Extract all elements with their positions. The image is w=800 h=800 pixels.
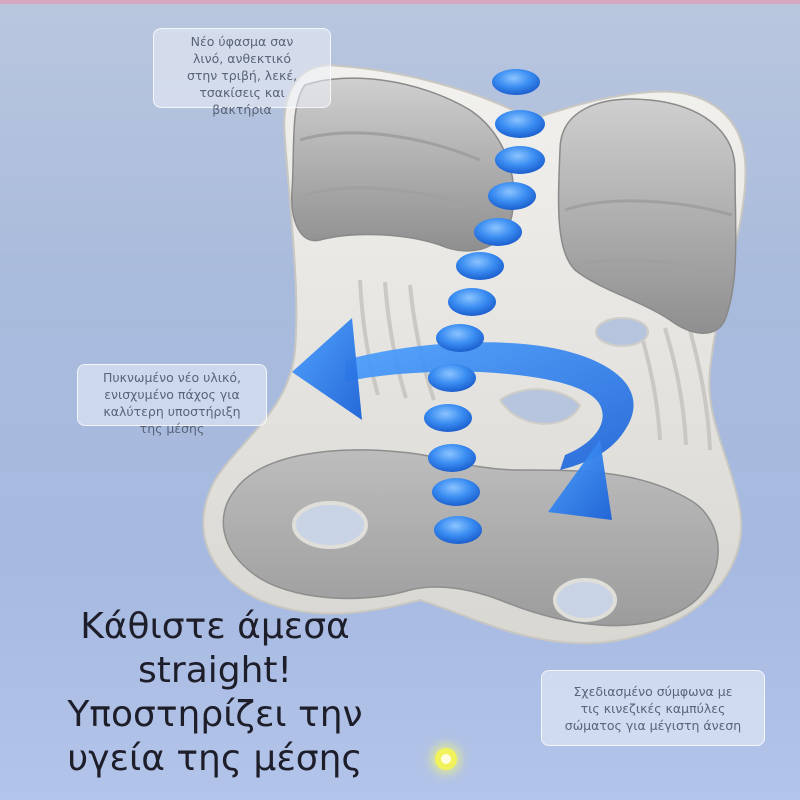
callout-line: βακτήρια: [212, 102, 272, 117]
support-feature-callout: Πυκνωμένο νέο υλικό, ενισχυμένο πάχος γι…: [77, 364, 267, 436]
backrest-left-pad: [291, 77, 515, 252]
headline-line: Υποστηρίζει την: [67, 694, 363, 735]
callout-line: Νέο ύφασμα σαν: [190, 34, 294, 49]
callout-line: τσακίσεις και: [199, 85, 285, 100]
fabric-feature-callout: Νέο ύφασμα σαν λινό, ανθεκτικό στην τριβ…: [153, 28, 331, 117]
sparkle-icon: [435, 748, 457, 770]
backrest-right-pad: [557, 98, 737, 334]
callout-line: στην τριβή, λεκέ,: [186, 68, 298, 83]
callout-line: της μέσης: [139, 421, 205, 436]
headline: Κάθιστε άμεσα straight! Υποστηρίζει την …: [40, 605, 390, 781]
callout-line: Πυκνωμένο νέο υλικό,: [103, 370, 241, 385]
callout-line: λινό, ανθεκτικό: [193, 51, 291, 66]
callout-line: τις κινεζικές καμπύλες: [580, 701, 726, 716]
lumbar-vent-center: [498, 388, 582, 425]
headline-line: υγεία της μέσης: [67, 738, 363, 779]
curved-arrow-icon: [292, 318, 634, 520]
callout-line: καλύτερη υποστήριξη: [103, 404, 241, 419]
design-feature-callout: Σχεδιασμένο σύμφωνα με τις κινεζικές καμ…: [541, 670, 765, 746]
callout-line: σώματος για μέγιστη άνεση: [564, 718, 742, 733]
callout-line: ενισχυμένο πάχος για: [104, 387, 240, 402]
headline-line: Κάθιστε άμεσα: [80, 606, 350, 647]
top-accent-bar: [0, 0, 800, 4]
callout-line: Σχεδιασμένο σύμφωνα με: [573, 684, 733, 699]
spine-icon: [424, 69, 545, 544]
lumbar-vent-right: [595, 317, 649, 347]
seat-hole-right: [553, 578, 617, 622]
headline-line: straight!: [138, 650, 292, 691]
seat-hole-left: [292, 501, 368, 549]
